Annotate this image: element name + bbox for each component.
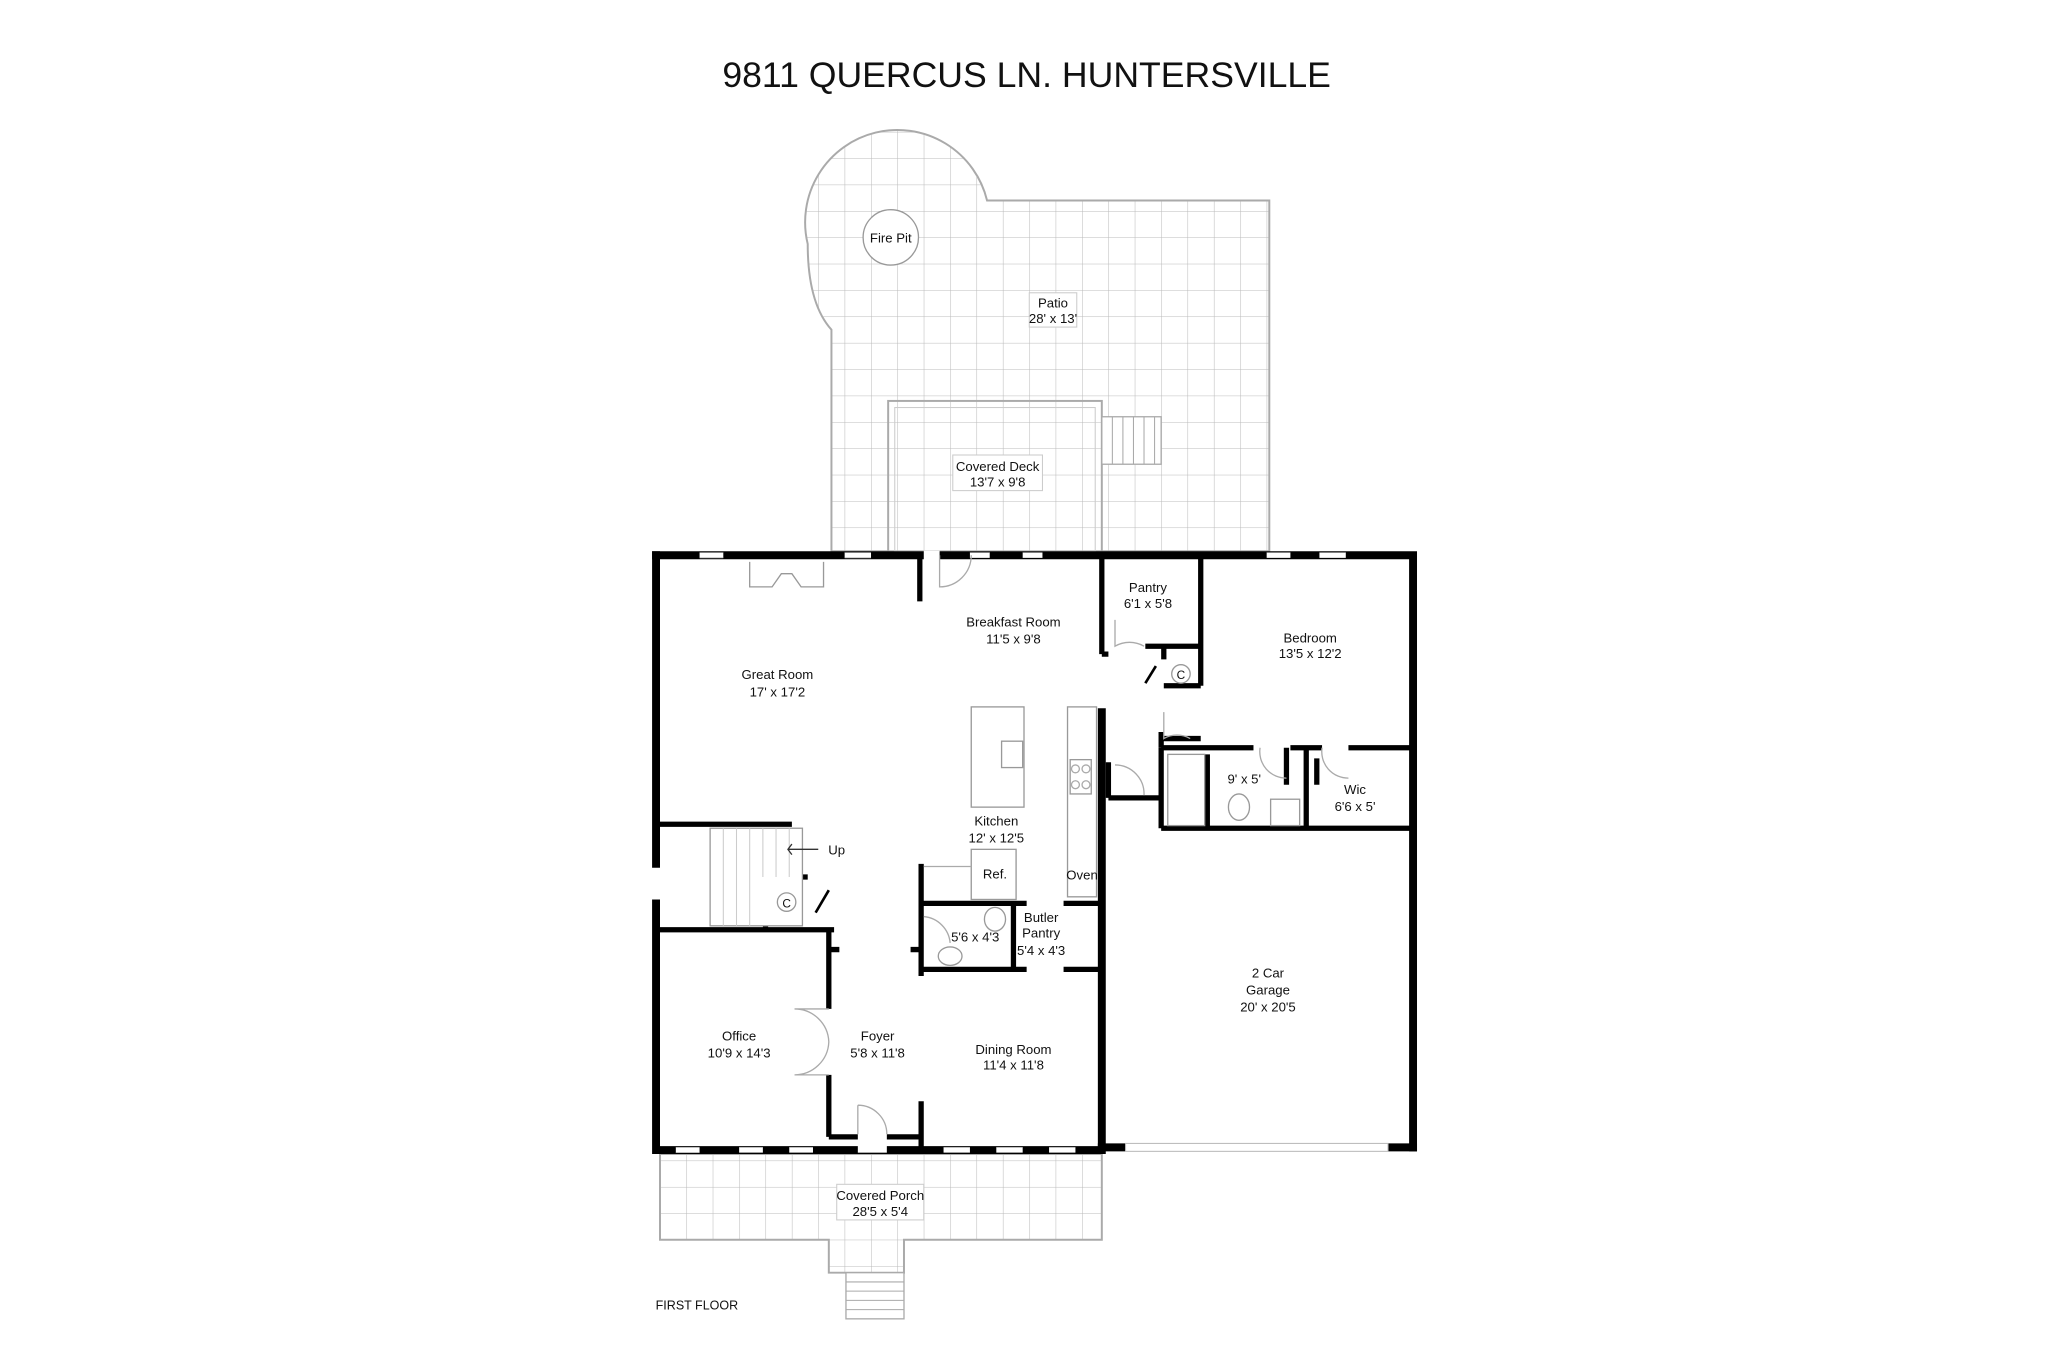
deck-stairs (1101, 416, 1162, 465)
room-labels: Pantry 6'1 x 5'8 Breakfast Room 11'5 x 9… (708, 580, 1376, 1072)
great-room-name: Great Room (742, 667, 814, 682)
garage-size: 20' x 20'5 (1240, 1000, 1296, 1015)
powder-room-size: 5'6 x 4'3 (951, 930, 999, 945)
foyer-name: Foyer (861, 1029, 895, 1044)
patio-size: 28' x 13' (1029, 311, 1077, 326)
fixtures: Up C C (709, 561, 1301, 967)
dining-room-size: 11'4 x 11'8 (983, 1058, 1044, 1073)
covered-deck-name: Covered Deck (956, 459, 1040, 474)
bath-size: 9' x 5' (1227, 771, 1261, 786)
covered-porch-name: Covered Porch (836, 1188, 924, 1203)
bedroom-name: Bedroom (1283, 630, 1336, 645)
page-title: 9811 QUERCUS LN. HUNTERSVILLE (722, 55, 1331, 95)
stairs-up-label: Up (828, 843, 845, 858)
pantry-name: Pantry (1129, 580, 1167, 595)
covered-deck-size: 13'7 x 9'8 (970, 475, 1026, 490)
covered-porch: Covered Porch 28'5 x 5'4 (659, 1152, 1103, 1320)
kitchen-name: Kitchen (974, 814, 1018, 829)
pantry-size: 6'1 x 5'8 (1124, 596, 1172, 611)
dining-room-name: Dining Room (975, 1042, 1051, 1057)
refrigerator (970, 848, 1017, 901)
foyer-size: 5'8 x 11'8 (850, 1046, 905, 1061)
garage-door (1125, 1142, 1389, 1152)
cooktop-icon (1069, 758, 1092, 795)
exterior-walls (652, 550, 1418, 1154)
butler-pantry-name-2: Pantry (1022, 926, 1060, 941)
garage-name-2: Garage (1246, 982, 1290, 997)
powder-sink-icon (937, 946, 963, 967)
bath-sink-icon (1269, 798, 1301, 827)
closet-marker (1171, 664, 1191, 684)
covered-deck: Covered Deck 13'7 x 9'8 (887, 399, 1162, 553)
garage-name-1: 2 Car (1252, 965, 1285, 980)
wic-name: Wic (1344, 782, 1366, 797)
floor-label: FIRST FLOOR (656, 1299, 739, 1313)
door-swings (794, 555, 1349, 1135)
covered-porch-size: 28'5 x 5'4 (852, 1204, 908, 1219)
sink-icon (1000, 740, 1024, 769)
fireplace (749, 561, 825, 588)
oven-label: Oven (1066, 868, 1097, 883)
kitchen-size: 12' x 12'5 (969, 831, 1025, 846)
closet-marker (776, 892, 797, 912)
porch-stairs (845, 1272, 905, 1320)
bedroom-size: 13'5 x 12'2 (1279, 646, 1342, 661)
breakfast-room-name: Breakfast Room (966, 614, 1060, 629)
great-room-size: 17' x 17'2 (750, 684, 806, 699)
office-name: Office (722, 1029, 756, 1044)
kitchen-counter (1066, 706, 1098, 898)
stairs-arrow-icon (787, 843, 819, 856)
fire-pit-label: Fire Pit (870, 231, 912, 246)
toilet-icon (1227, 793, 1251, 821)
closet-label: C (782, 896, 791, 910)
butler-pantry-name-1: Butler (1024, 910, 1059, 925)
office-size: 10'9 x 14'3 (708, 1046, 771, 1061)
shower (1167, 753, 1206, 827)
refrigerator-label: Ref. (983, 866, 1007, 881)
breakfast-room-size: 11'5 x 9'8 (986, 632, 1041, 647)
butler-pantry-size: 5'4 x 4'3 (1017, 943, 1065, 958)
fire-pit (862, 209, 920, 266)
closet-label: C (1177, 668, 1186, 682)
patio-name: Patio (1038, 295, 1068, 310)
wic-size: 6'6 x 5' (1335, 799, 1376, 814)
toilet-icon (983, 906, 1007, 932)
